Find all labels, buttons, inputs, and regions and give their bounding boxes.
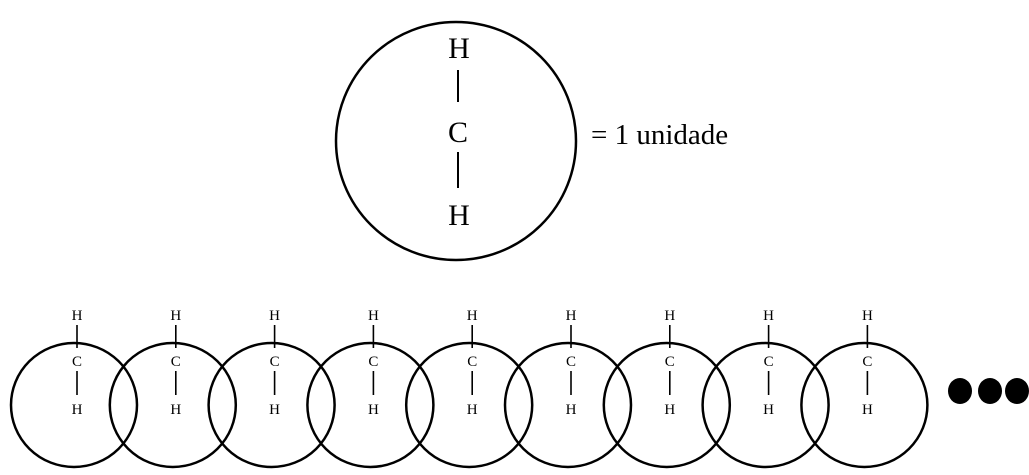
chain-center-c: C: [368, 354, 378, 370]
chain-unit: H C H: [108, 308, 238, 469]
chain-top-h: H: [862, 308, 873, 324]
chain-bottom-h: H: [72, 402, 83, 418]
chain-top-h: H: [664, 308, 675, 324]
chain-unit: H C H: [404, 308, 534, 469]
chain-unit-circle: [207, 341, 336, 469]
chain-top-h: H: [170, 308, 181, 324]
chain-center-c: C: [566, 354, 576, 370]
chain-bottom-h: H: [763, 402, 774, 418]
continuation-dot: [948, 378, 972, 404]
chain-bottom-h: H: [862, 402, 873, 418]
chain-top-h: H: [467, 308, 478, 324]
chain-center-c: C: [467, 354, 477, 370]
chain-center-c: C: [862, 354, 872, 370]
chain-top-h: H: [566, 308, 577, 324]
legend-center-c: C: [448, 116, 468, 149]
chain-top-h: H: [72, 308, 83, 324]
chain-unit: H C H: [602, 308, 732, 469]
chain-center-c: C: [72, 354, 82, 370]
chain-bottom-h: H: [467, 402, 478, 418]
legend-unit-circle: [334, 20, 578, 262]
chain-unit: H C H: [306, 308, 435, 469]
continuation-dot: [978, 378, 1002, 404]
legend-unit: H C H: [334, 20, 578, 262]
chain-unit: H C H: [701, 308, 830, 469]
chain-top-h: H: [269, 308, 280, 324]
continuation-dots: [948, 378, 1029, 404]
chain-unit: H C H: [207, 308, 336, 469]
chain-bottom-h: H: [664, 402, 675, 418]
chain-unit-circle: [108, 341, 238, 469]
chain-center-c: C: [764, 354, 774, 370]
chain-unit: H C H: [9, 308, 139, 469]
continuation-dot: [1005, 378, 1029, 404]
chain-center-c: C: [665, 354, 675, 370]
chain-bottom-h: H: [368, 402, 379, 418]
chain-unit-circle: [602, 341, 732, 469]
chain-unit-circle: [800, 341, 929, 469]
chain-unit-circle: [701, 341, 830, 469]
chain-bottom-h: H: [566, 402, 577, 418]
chain-top-h: H: [368, 308, 379, 324]
chain-center-c: C: [171, 354, 181, 370]
chain-unit-circle: [9, 341, 139, 469]
chain-unit: H C H: [503, 308, 633, 469]
chain-unit: H C H: [800, 308, 929, 469]
chain-bottom-h: H: [269, 402, 280, 418]
equals-one-unit-label: = 1 unidade: [591, 119, 728, 151]
chain: H C H H C H H C H H C H H C H H C H H C H H C H H C H: [9, 308, 929, 469]
chain-center-c: C: [270, 354, 280, 370]
legend-top-h: H: [448, 32, 470, 65]
legend-bottom-h: H: [448, 199, 470, 232]
chain-top-h: H: [763, 308, 774, 324]
chain-bottom-h: H: [170, 402, 181, 418]
chain-unit-circle: [404, 341, 534, 469]
chain-unit-circle: [306, 341, 435, 469]
chain-unit-circle: [503, 341, 633, 469]
